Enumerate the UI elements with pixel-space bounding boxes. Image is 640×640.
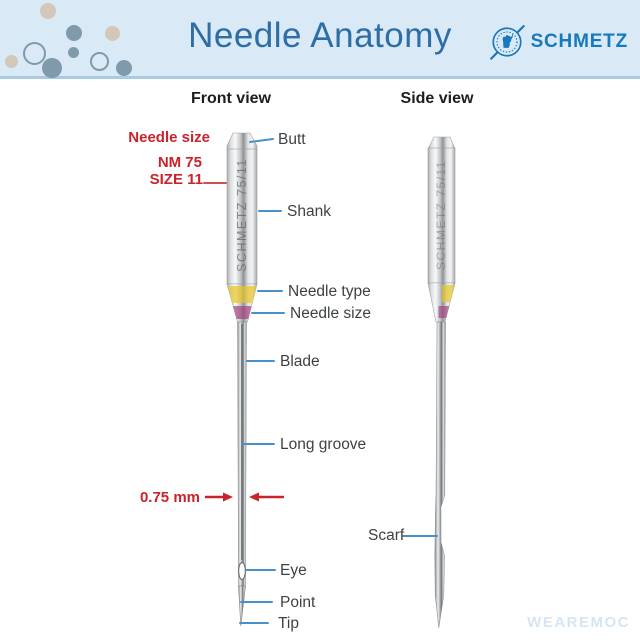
decorative-circle <box>40 3 56 19</box>
label-shank: Shank <box>287 203 331 220</box>
front-point-shape <box>238 585 246 627</box>
brand-logo: SCHMETZ <box>487 22 628 62</box>
front-needle: SCHMETZ 75/11 <box>226 132 258 627</box>
leader-lines <box>239 138 438 624</box>
front-shank-engraving: SCHMETZ 75/11 <box>235 158 249 272</box>
needle-eye-shape <box>238 561 247 581</box>
arrow-right-icon <box>223 492 233 502</box>
side-needle: SCHMETZ 75/11 <box>427 136 456 629</box>
label-butt: Butt <box>278 131 306 148</box>
label-needle-type: Needle type <box>288 283 371 300</box>
decorative-circle <box>116 60 132 76</box>
decorative-circle <box>68 47 79 58</box>
decorative-circle <box>42 58 62 78</box>
label-point: Point <box>280 594 316 611</box>
band-sheen-side <box>428 283 455 322</box>
annotation-size-value: SIZE 11 <box>149 171 203 188</box>
side-blade-shape <box>434 321 446 629</box>
page-title: Needle Anatomy <box>188 16 452 55</box>
side-shank-shape <box>427 147 456 284</box>
side-color-bands <box>428 283 455 322</box>
brand-name: SCHMETZ <box>530 31 628 52</box>
logo-lion-icon <box>502 33 513 48</box>
decorative-circle <box>23 42 46 65</box>
leader-butt <box>249 138 274 143</box>
decorative-circle <box>5 55 18 68</box>
annotation-nm-value: NM 75 <box>157 154 202 171</box>
side-shank-engraving: SCHMETZ 75/11 <box>434 160 448 270</box>
logo-text-ring <box>495 31 518 53</box>
watermark: WEAREMOC <box>527 614 630 631</box>
annotation-diameter: 0.75 mm <box>139 489 200 506</box>
front-view-title: Front view <box>190 90 271 107</box>
header-banner: Needle Anatomy SCHMETZ <box>0 0 640 79</box>
band-sheen <box>227 284 257 322</box>
red-annotations <box>203 182 284 502</box>
label-tip: Tip <box>278 615 299 632</box>
decorative-circle <box>90 52 109 71</box>
front-shank-shape <box>226 148 258 285</box>
label-long-groove: Long groove <box>280 436 367 453</box>
label-eye: Eye <box>280 562 307 579</box>
brand-emblem-icon <box>489 25 525 60</box>
label-needle-size: Needle size <box>290 305 371 322</box>
arrow-left-icon <box>249 492 259 502</box>
front-color-bands <box>227 284 257 322</box>
annotation-needle-size-heading: Needle size <box>128 129 210 146</box>
decorative-circle <box>105 26 120 41</box>
label-scarf: Scarf <box>368 527 405 544</box>
long-groove-line <box>241 324 243 560</box>
side-butt-shape <box>427 136 456 150</box>
decorative-circle <box>66 25 82 41</box>
label-blade: Blade <box>280 353 320 370</box>
side-view-title: Side view <box>400 90 474 107</box>
